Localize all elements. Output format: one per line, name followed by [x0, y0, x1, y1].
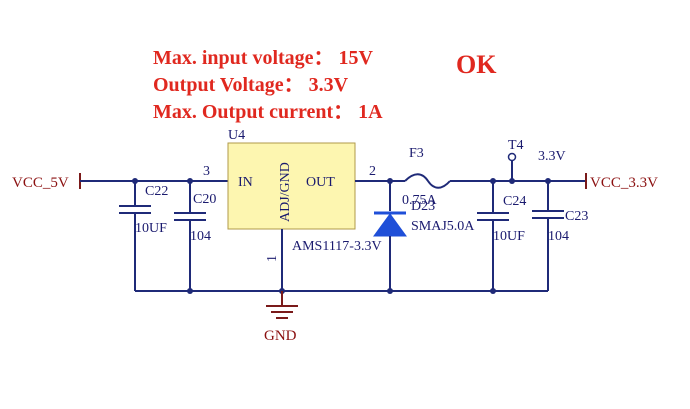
junction-gnd-c24	[490, 288, 496, 294]
junction-gnd-diode	[387, 288, 393, 294]
pin-in-number: 3	[203, 164, 210, 179]
diode-ref: D23	[411, 199, 435, 214]
ground-icon	[266, 291, 298, 319]
junction-gnd-c20	[187, 288, 193, 294]
capacitor-c20	[174, 181, 206, 291]
c20-value: 104	[190, 229, 211, 244]
spec-max-output-current: Max. Output current： 1A	[153, 101, 383, 123]
c22-value: 10UF	[135, 221, 167, 236]
fuse-value: 0.75A	[402, 193, 438, 208]
pin-adj-number: 1	[265, 255, 280, 262]
c20-ref: C20	[193, 192, 216, 207]
fuse-ref: F3	[409, 146, 424, 161]
diode-d23	[373, 181, 407, 291]
net-label-vcc-3v3: VCC_3.3V	[590, 175, 658, 191]
regulator-part: AMS1117-3.3V	[292, 239, 382, 254]
capacitor-c22	[119, 181, 151, 291]
pin-in-label: IN	[238, 175, 253, 190]
testpoint-t4	[507, 152, 517, 162]
net-label-vcc-5v: VCC_5V	[12, 175, 69, 191]
status-ok: OK	[456, 50, 497, 79]
c24-value: 10UF	[493, 229, 525, 244]
u4-designator: U4	[228, 128, 245, 143]
c22-ref: C22	[145, 184, 168, 199]
regulator-body	[227, 142, 356, 230]
testpoint-value: 3.3V	[538, 149, 566, 164]
capacitor-c24	[477, 181, 509, 291]
diode-value: SMAJ5.0A	[411, 219, 475, 234]
junction-testpoint	[509, 178, 515, 184]
testpoint-ref: T4	[508, 138, 524, 153]
spec-output-voltage: Output Voltage： 3.3V	[153, 74, 349, 96]
fuse-f3	[404, 173, 451, 189]
spec-max-input-voltage: Max. input voltage： 15V	[153, 47, 374, 69]
pin-adj-label: ADJ/GND	[278, 162, 293, 222]
c24-ref: C24	[503, 194, 526, 209]
pin-out-number: 2	[369, 164, 376, 179]
net-label-gnd: GND	[264, 328, 297, 344]
pin-out-label: OUT	[306, 175, 335, 190]
c23-ref: C23	[565, 209, 588, 224]
c23-value: 104	[548, 229, 569, 244]
capacitor-c23	[532, 181, 564, 291]
